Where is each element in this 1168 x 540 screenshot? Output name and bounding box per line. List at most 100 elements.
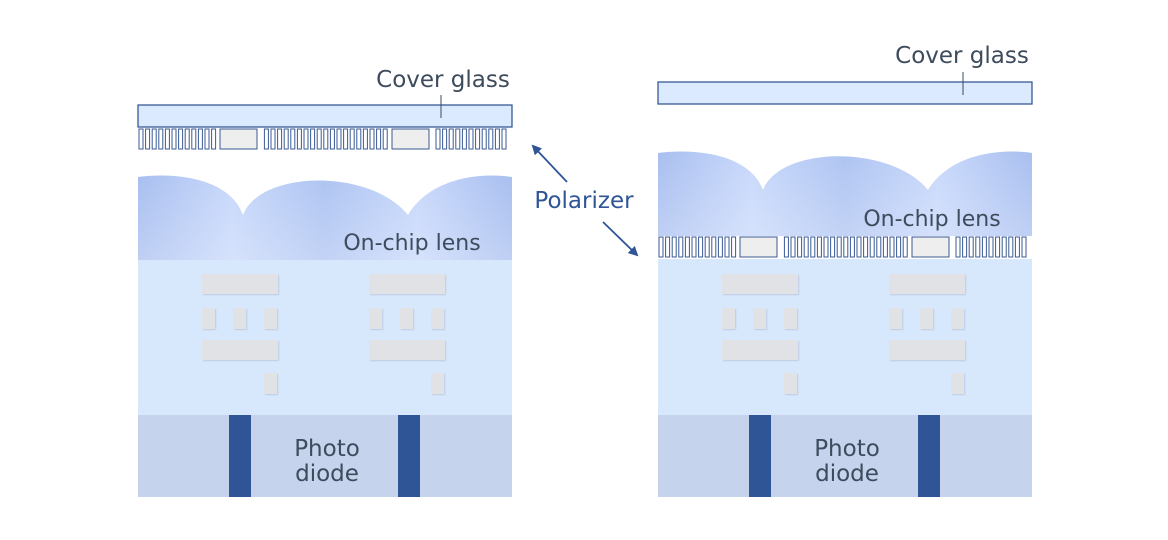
polarizer-label: Polarizer [534, 188, 634, 214]
polarizer-wire [481, 128, 487, 150]
polarizer-wire [816, 236, 822, 258]
polarizer-wire [343, 128, 349, 150]
polarizer-wire [955, 236, 961, 258]
polarizer-wire [263, 128, 269, 150]
polarizer-wire [171, 128, 177, 150]
left-photodiode-label-line2: diode [295, 461, 359, 487]
polarizer-wire [349, 128, 355, 150]
polarizer-wire [1021, 236, 1027, 258]
polarizer-gap [911, 236, 950, 258]
polarizer-wire [704, 236, 710, 258]
polarizer-wire [448, 128, 454, 150]
right-cover-glass-label: Cover glass [895, 43, 1029, 69]
polarizer-wire [356, 128, 362, 150]
wiring-bar [369, 274, 445, 294]
polarizer-wire [461, 128, 467, 150]
wiring-via [400, 308, 413, 329]
polarizer-wire [158, 128, 164, 150]
left-photodiode-wall [398, 415, 420, 497]
polarizer-wire [1014, 236, 1020, 258]
wiring-bar [722, 340, 798, 360]
polarizer-wire [896, 236, 902, 258]
polarizer-wire [658, 236, 664, 258]
polarizer-wire [442, 128, 448, 150]
left-photodiode-label-line1: Photo [294, 436, 360, 462]
left-on-chip-lens-label: On-chip lens [343, 231, 480, 256]
polarizer-wire [803, 236, 809, 258]
polarizer-wire [849, 236, 855, 258]
wiring-via [369, 308, 382, 329]
polarizer-gap [219, 128, 258, 150]
polarizer-wire [902, 236, 908, 258]
polarizer-wire [435, 128, 441, 150]
wiring-via [951, 373, 964, 394]
polarizer-wire [810, 236, 816, 258]
left-wiring-layer [138, 260, 512, 415]
polarizer-wire [369, 128, 375, 150]
left-cover-glass [137, 104, 513, 128]
polarizer-wire [138, 128, 144, 150]
wiring-via [202, 308, 215, 329]
wiring-via [920, 308, 933, 329]
polarizer-wire [856, 236, 862, 258]
polarizer-wire [455, 128, 461, 150]
polarizer-wire [204, 128, 210, 150]
left-photodiode-wall [229, 415, 251, 497]
wiring-via [722, 308, 735, 329]
polarizer-wire [211, 128, 217, 150]
polarizer-wire [184, 128, 190, 150]
left-wiring-group-2 [369, 274, 445, 394]
polarizer-wire [671, 236, 677, 258]
polarizer-wire [475, 128, 481, 150]
polarizer-wire [783, 236, 789, 258]
right-lens-shade [658, 151, 1032, 236]
polarizer-wire [336, 128, 342, 150]
polarizer-wire [698, 236, 704, 258]
polarizer-wire [843, 236, 849, 258]
right-structure: Cover glass On-chip lens Phot [657, 43, 1033, 497]
polarizer-wire [488, 128, 494, 150]
wiring-bar [889, 340, 965, 360]
right-wiring-layer [658, 259, 1032, 415]
right-cover-glass [657, 81, 1033, 105]
polarizer-wire [164, 128, 170, 150]
wiring-bar [369, 340, 445, 360]
polarizer-wire [830, 236, 836, 258]
polarizer-wire [863, 236, 869, 258]
wiring-via [233, 308, 246, 329]
polarizer-wire [145, 128, 151, 150]
wiring-via [784, 373, 797, 394]
polarizer-wire [329, 128, 335, 150]
wiring-via [431, 308, 444, 329]
wiring-via [431, 373, 444, 394]
right-on-chip-lens-label: On-chip lens [863, 207, 1000, 232]
wiring-bar [202, 274, 278, 294]
left-photodiode-region [138, 415, 512, 497]
polarizer-wire [310, 128, 316, 150]
polarizer-wire [382, 128, 388, 150]
right-wiring-group-2 [889, 274, 965, 394]
polarizer-wire [790, 236, 796, 258]
polarizer-wire [869, 236, 875, 258]
polarizer-wire [303, 128, 309, 150]
wiring-bar [202, 340, 278, 360]
left-cover-glass-label: Cover glass [376, 67, 510, 93]
polarizer-wire [981, 236, 987, 258]
right-photodiode-label-line2: diode [815, 461, 879, 487]
polarizer-wire [975, 236, 981, 258]
polarizer-wire [731, 236, 737, 258]
polarizer-wire [376, 128, 382, 150]
polarizer-wire [717, 236, 723, 258]
polarizer-wire [323, 128, 329, 150]
left-lens-shade [138, 175, 512, 260]
polarizer-wire [711, 236, 717, 258]
polarizer-wire [691, 236, 697, 258]
right-photodiode-region [658, 415, 1032, 497]
polarizer-wire [191, 128, 197, 150]
polarizer-wire [678, 236, 684, 258]
wiring-via [951, 308, 964, 329]
left-wiring-group-1 [202, 274, 278, 394]
polarizer-wire [995, 236, 1001, 258]
